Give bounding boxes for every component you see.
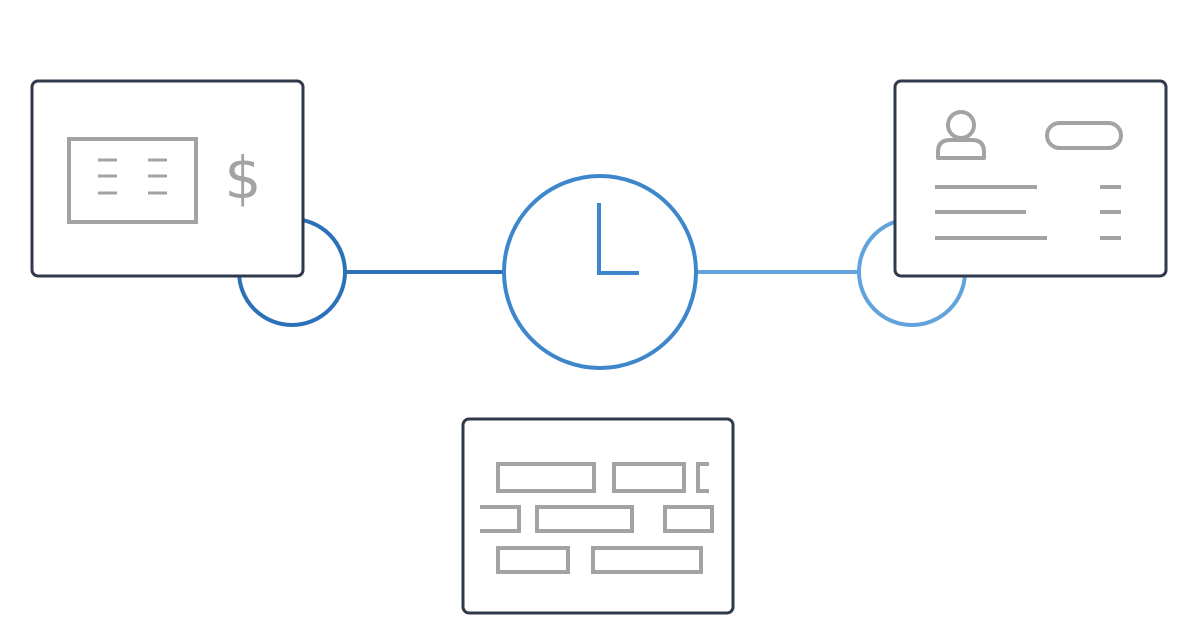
billing-card-frame [30, 79, 305, 278]
profile-card [893, 79, 1168, 278]
user-profile-icon [935, 110, 1123, 240]
bill-with-dollar-icon: $ [67, 137, 262, 224]
billing-card: $ [30, 79, 305, 278]
bill-icon [67, 137, 198, 224]
profile-card-frame [893, 79, 1168, 278]
clock-hub [502, 174, 698, 370]
avatar-shoulders [936, 138, 986, 160]
profile-text-lines [935, 185, 1121, 240]
dollar-icon: $ [225, 144, 262, 212]
brick-wall-icon [480, 462, 714, 574]
wall-card-frame [461, 417, 735, 615]
bill-lines [98, 158, 167, 195]
wall-card [461, 417, 735, 615]
profile-pill [1045, 121, 1123, 150]
clock-icon [597, 203, 639, 275]
